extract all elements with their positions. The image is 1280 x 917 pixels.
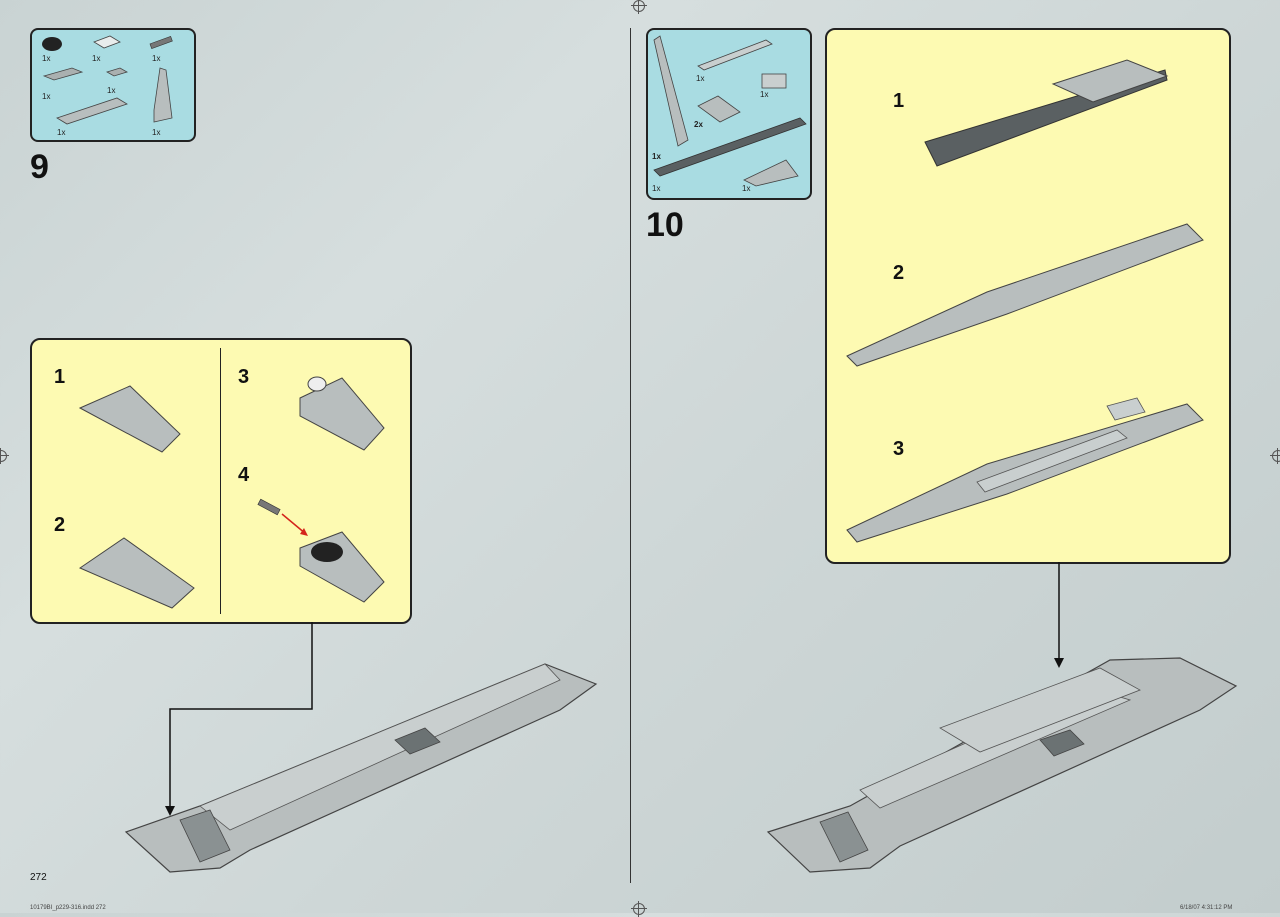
part-qty: 1x [42,54,51,63]
substep-3: 3 [893,438,905,460]
part-qty: 1x [152,54,161,63]
registration-mark-top [631,0,647,14]
page-number: 272 [30,872,47,883]
part-qty: 1x [652,184,661,193]
part-qty: 1x [107,86,116,95]
page-divider [630,28,631,883]
substep-3: 3 [238,366,250,388]
parts-illustrations [653,35,807,187]
part-qty: 2x [694,120,703,129]
part-qty: 1x [760,90,769,99]
parts-illustrations [42,35,173,125]
substep-2: 2 [893,262,905,284]
substep-4: 4 [238,464,250,486]
part-qty: 1x [57,128,66,137]
footer-file: 10179BI_p229-316.indd 272 [30,905,106,911]
parts-list-step-9: 1x 1x 1x 1x 1x 1x 1x [30,28,196,142]
substep-2: 2 [54,514,66,536]
substep-1: 1 [54,366,66,388]
callout-step-9: 1 2 3 4 [30,338,412,624]
part-qty: 1x [696,74,705,83]
registration-mark-right [1270,448,1280,464]
callout-illustrations [78,376,385,609]
part-qty: 1x [42,92,51,101]
part-qty: 1x [152,128,161,137]
callout-illustrations [846,59,1204,543]
step-number-10: 10 [646,206,684,244]
step-number-9: 9 [30,148,49,186]
callout-divider [220,348,221,614]
part-qty: 1x [92,54,101,63]
callout-step-10: 1 2 3 [825,28,1231,564]
substep-1: 1 [893,90,905,112]
footer-date: 6/18/07 4:31:12 PM [1180,905,1233,911]
part-qty: 1x [652,152,661,161]
parts-list-step-10: 1x 1x 2x 1x 1x 1x [646,28,812,200]
part-qty: 1x [742,184,751,193]
